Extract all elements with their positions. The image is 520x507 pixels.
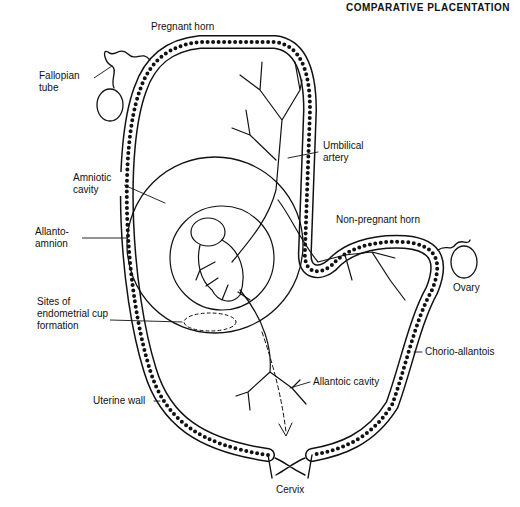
- part-label: Fallopian tube: [38, 70, 94, 94]
- fetus-head: [191, 218, 225, 246]
- ovary: [451, 246, 477, 278]
- descent-arrowhead: [279, 423, 292, 436]
- part-label: Amniotic cavity: [72, 172, 124, 196]
- endometrial-cup-sites: [184, 313, 236, 331]
- part-label: Sites of endometrial cup formation: [36, 296, 110, 332]
- fallopian-tube: [438, 240, 470, 250]
- part-label: Non-pregnant horn: [335, 214, 421, 226]
- cervix-canal: [268, 455, 312, 478]
- part-label: Uterine wall: [92, 395, 146, 407]
- descent-arrow: [262, 332, 286, 432]
- ovary: [97, 89, 123, 121]
- part-label: Cervix: [275, 484, 305, 496]
- uterine-wall-outer: [127, 42, 437, 455]
- chorio-allantois-beads: [127, 42, 437, 455]
- umbilical-vessels: [232, 62, 405, 410]
- page-header: COMPARATIVE PLACENTATION: [345, 2, 511, 14]
- part-label: Chorio-allantois: [424, 346, 495, 358]
- part-label: Allantoic cavity: [312, 376, 380, 388]
- part-label: Umbilical artery: [322, 140, 376, 164]
- uterine-wall-inner: [127, 42, 437, 455]
- fallopian-tube: [105, 51, 150, 88]
- part-label: Ovary: [452, 282, 481, 294]
- part-label: Allanto-amnion: [34, 226, 82, 250]
- part-label: Pregnant horn: [150, 21, 215, 33]
- leader-lines: [82, 66, 422, 401]
- amnion: [170, 206, 274, 310]
